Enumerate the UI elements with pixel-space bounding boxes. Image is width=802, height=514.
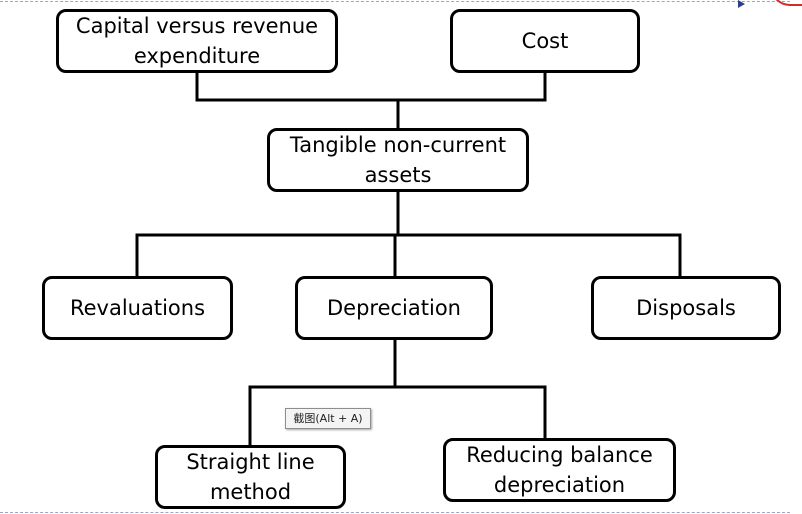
node-straight-line-method: Straight line method (155, 445, 346, 509)
node-disposals-label: Disposals (636, 296, 736, 320)
page-bottom-dashed-rule (0, 512, 790, 513)
node-depreciation: Depreciation (295, 276, 493, 340)
node-disposals: Disposals (591, 276, 781, 340)
node-capital-line-1: Capital versus revenue (75, 14, 319, 38)
node-revaluations-label: Revaluations (69, 296, 206, 320)
node-reducing-line-2: depreciation (493, 473, 626, 497)
node-cost: Cost (450, 9, 640, 73)
node-straight-line-1: Straight line (186, 450, 315, 474)
node-depreciation-label: Depreciation (327, 296, 461, 320)
slide-arrow-icon (738, 0, 745, 8)
node-revaluations: Revaluations (42, 276, 233, 340)
connector-capital-to-tangible (195, 71, 400, 130)
node-cost-label: Cost (521, 29, 569, 53)
node-tangible-line-1: Tangible non-current (289, 133, 507, 157)
node-capital-versus-revenue: Capital versus revenue expenditure (56, 9, 338, 73)
node-tangible-non-current-assets: Tangible non-current assets (267, 128, 529, 192)
screenshot-tooltip: 截图(Alt + A) (285, 408, 371, 429)
page-top-dashed-rule (0, 1, 790, 2)
node-reducing-line-1: Reducing balance (466, 443, 653, 467)
node-reducing-balance-depreciation: Reducing balance depreciation (443, 438, 676, 502)
node-straight-line-2: method (209, 480, 292, 504)
connector-cost-to-tangible (396, 71, 547, 102)
node-capital-line-2: expenditure (133, 44, 261, 68)
node-tangible-line-2: assets (364, 163, 432, 187)
